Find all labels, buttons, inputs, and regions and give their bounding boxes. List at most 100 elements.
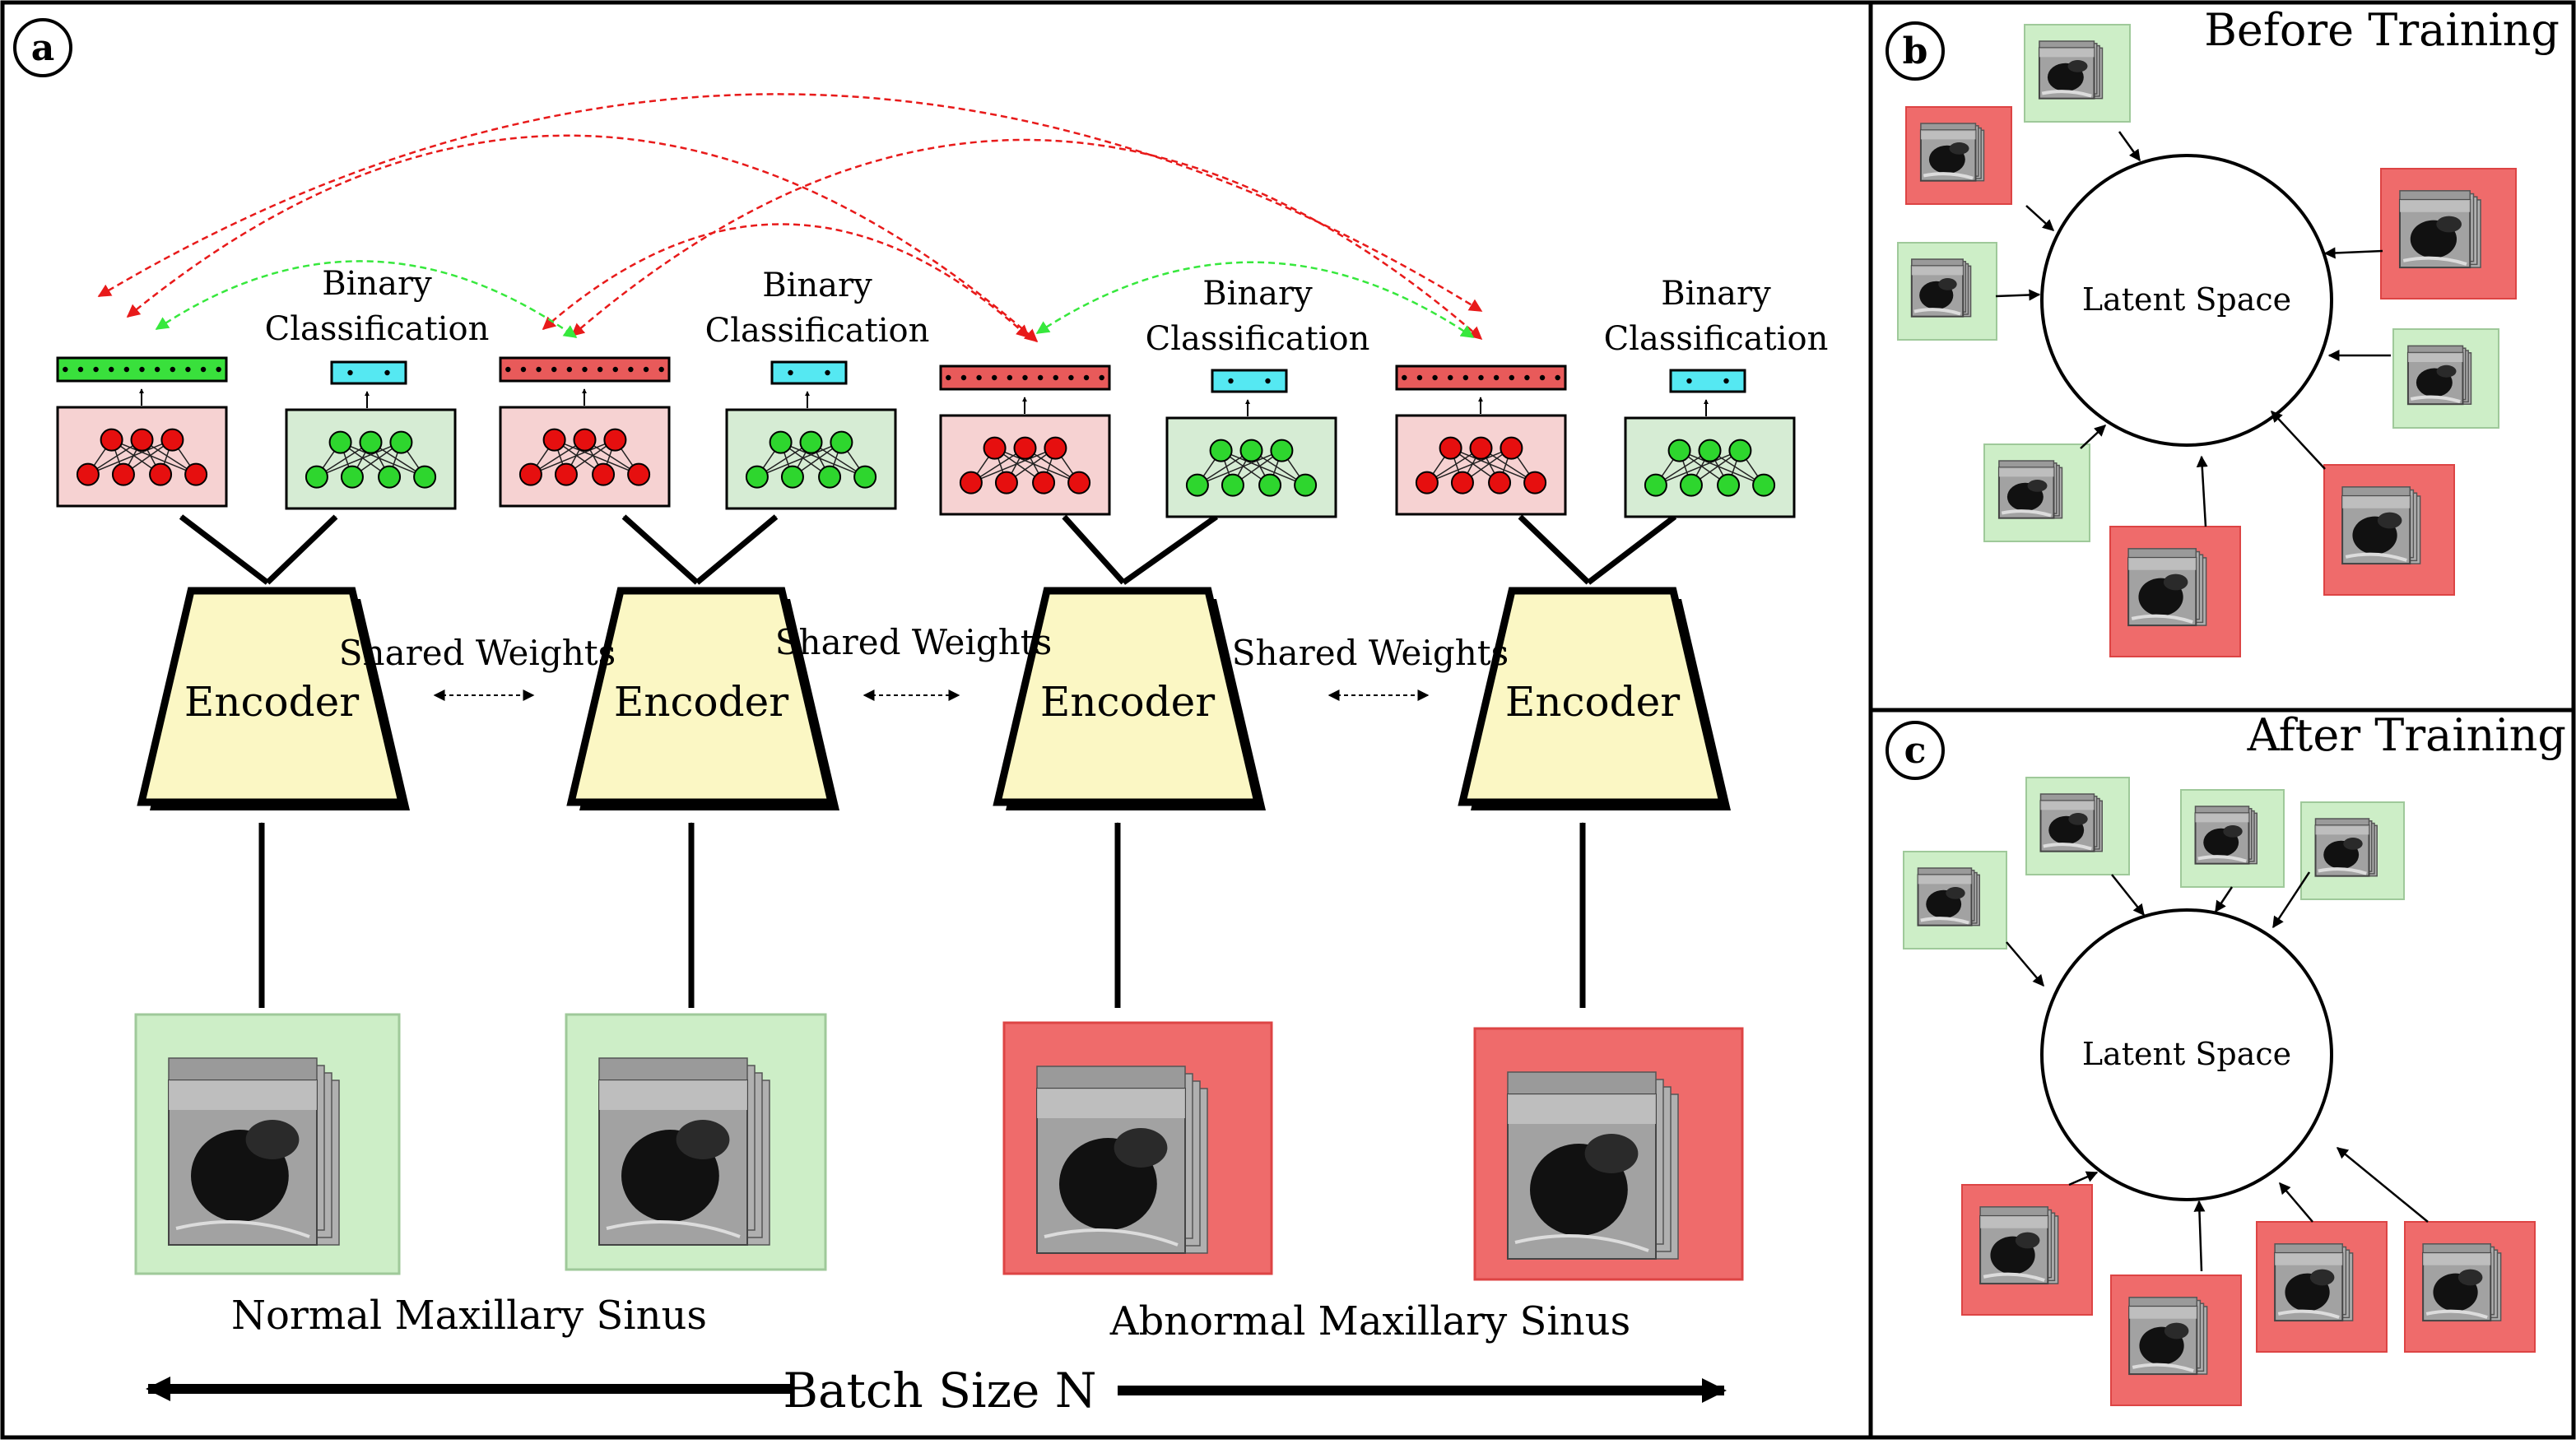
thumb-scan (2406, 345, 2472, 406)
latent-before-thumb-4 (1897, 242, 1997, 341)
encoder-block (566, 587, 836, 806)
panel-b-title: Before Training (2204, 4, 2560, 56)
shared-weights-label: Shared Weights (775, 622, 1052, 662)
thumb-scan (2039, 793, 2103, 852)
normal-maxillary-sinus-caption: Normal Maxillary Sinus (231, 1293, 707, 1339)
panel-a-letter: a (31, 27, 55, 69)
latent-before-thumb-7 (2323, 464, 2455, 596)
panel-c-letter: c (1904, 730, 1927, 772)
latent-space-label-before: Latent Space (2082, 281, 2291, 318)
encoder-label: Encoder (1505, 678, 1680, 726)
panel-c-label: c (1886, 721, 1945, 780)
thumb-scan (2128, 1297, 2208, 1376)
embedding-vector (499, 356, 671, 383)
classifier-head (285, 408, 457, 510)
embedding-vector (1395, 364, 1567, 391)
binary-label-line2: Classification (1146, 320, 1370, 358)
encoder-block (993, 587, 1262, 806)
thumb-scan (2341, 486, 2421, 565)
latent-after-thumb-8 (2404, 1221, 2536, 1353)
binary-label-line1: Binary (1202, 275, 1313, 313)
contrast-arc-2-3 (542, 223, 1030, 339)
binary-label-line2: Classification (1604, 320, 1829, 358)
classifier-branch-arrow (265, 514, 338, 585)
latent-after-thumb-4 (2300, 801, 2405, 900)
latent-before-thumb-2 (1905, 106, 2012, 205)
latent-before-thumb-6 (1983, 443, 2090, 542)
thumb-scan (2422, 1243, 2502, 1322)
scan-stack (168, 1057, 340, 1246)
latent-after-arrow-2 (2111, 874, 2145, 917)
encoder-block (137, 587, 407, 806)
binary-label-line1: Binary (322, 265, 432, 303)
thumb-scan (2038, 40, 2104, 100)
latent-before-thumb-1 (2024, 24, 2131, 123)
shared-weights-label: Shared Weights (1232, 633, 1509, 673)
binary-label-line2: Classification (705, 312, 930, 350)
panel-b-letter: b (1903, 30, 1928, 72)
encoder-label: Encoder (184, 678, 359, 726)
encoder-label: Encoder (1040, 678, 1215, 726)
latent-after-arrow-3 (2214, 886, 2234, 913)
contrast-arc-1-3 (126, 134, 1039, 343)
latent-after-arrow-8 (2336, 1147, 2429, 1223)
projection-head (939, 414, 1111, 516)
scan-stack (598, 1057, 770, 1246)
embedding-vector (939, 364, 1111, 391)
classifier-head (1165, 416, 1337, 518)
positive-arc-3-4 (1035, 261, 1475, 339)
latent-before-arrow-7 (2271, 410, 2326, 470)
latent-after-thumb-1 (1903, 851, 2007, 950)
latent-after-arrow-6 (2193, 1200, 2206, 1272)
contrast-arc-far (97, 93, 1483, 313)
binary-label-line2: Classification (265, 310, 490, 348)
scan-stack (1507, 1071, 1679, 1260)
positive-arc-1-2 (155, 260, 578, 339)
classifier-branch-arrow (1586, 514, 1677, 585)
encoder-block (1458, 587, 1727, 806)
classifier-head (1624, 416, 1796, 518)
thumb-scan (1919, 123, 1985, 182)
projection-head (1395, 414, 1567, 516)
latent-space-label-after: Latent Space (2082, 1036, 2291, 1072)
latent-after-thumb-3 (2180, 789, 2285, 888)
latent-before-arrow-6 (2080, 425, 2107, 449)
projection-head (56, 406, 228, 508)
latent-space-circle-before (2040, 154, 2333, 447)
contrast-arc-2-4 (570, 138, 1483, 341)
panel-c-frame (1868, 708, 2576, 1440)
classifier-head (725, 408, 897, 510)
latent-after-arrow-1 (2006, 941, 2044, 987)
latent-before-arrow-1 (2118, 131, 2141, 162)
thumb-scan (2274, 1243, 2354, 1322)
projection-branch-arrow (1518, 514, 1591, 585)
panel-b-label: b (1886, 21, 1945, 81)
thumb-scan (1979, 1206, 2059, 1285)
abnormal-maxillary-sinus-caption: Abnormal Maxillary Sinus (1109, 1298, 1630, 1344)
classifier-branch-arrow (695, 514, 779, 585)
latent-space-circle-after (2040, 908, 2333, 1201)
thumb-scan (2194, 806, 2257, 865)
latent-after-arrow-5 (2068, 1171, 2099, 1186)
panel-c-title: After Training (2247, 709, 2566, 761)
latent-before-arrow-2 (2025, 205, 2055, 231)
latent-after-arrow-4 (2271, 871, 2311, 929)
latent-after-thumb-5 (1961, 1184, 2093, 1316)
projection-branch-arrow (1062, 514, 1126, 585)
class-vector (1211, 369, 1288, 393)
latent-thumbnails (1897, 24, 2536, 1406)
class-vector (1669, 369, 1746, 393)
shared-weights-label: Shared Weights (339, 633, 616, 673)
scan-stack (1036, 1066, 1208, 1254)
latent-after-thumb-6 (2110, 1275, 2242, 1406)
latent-before-arrow-8 (2196, 455, 2208, 527)
latent-after-arrow-7 (2279, 1182, 2313, 1223)
classifier-branch-arrow (1121, 514, 1219, 585)
thumb-scan (2398, 190, 2481, 269)
